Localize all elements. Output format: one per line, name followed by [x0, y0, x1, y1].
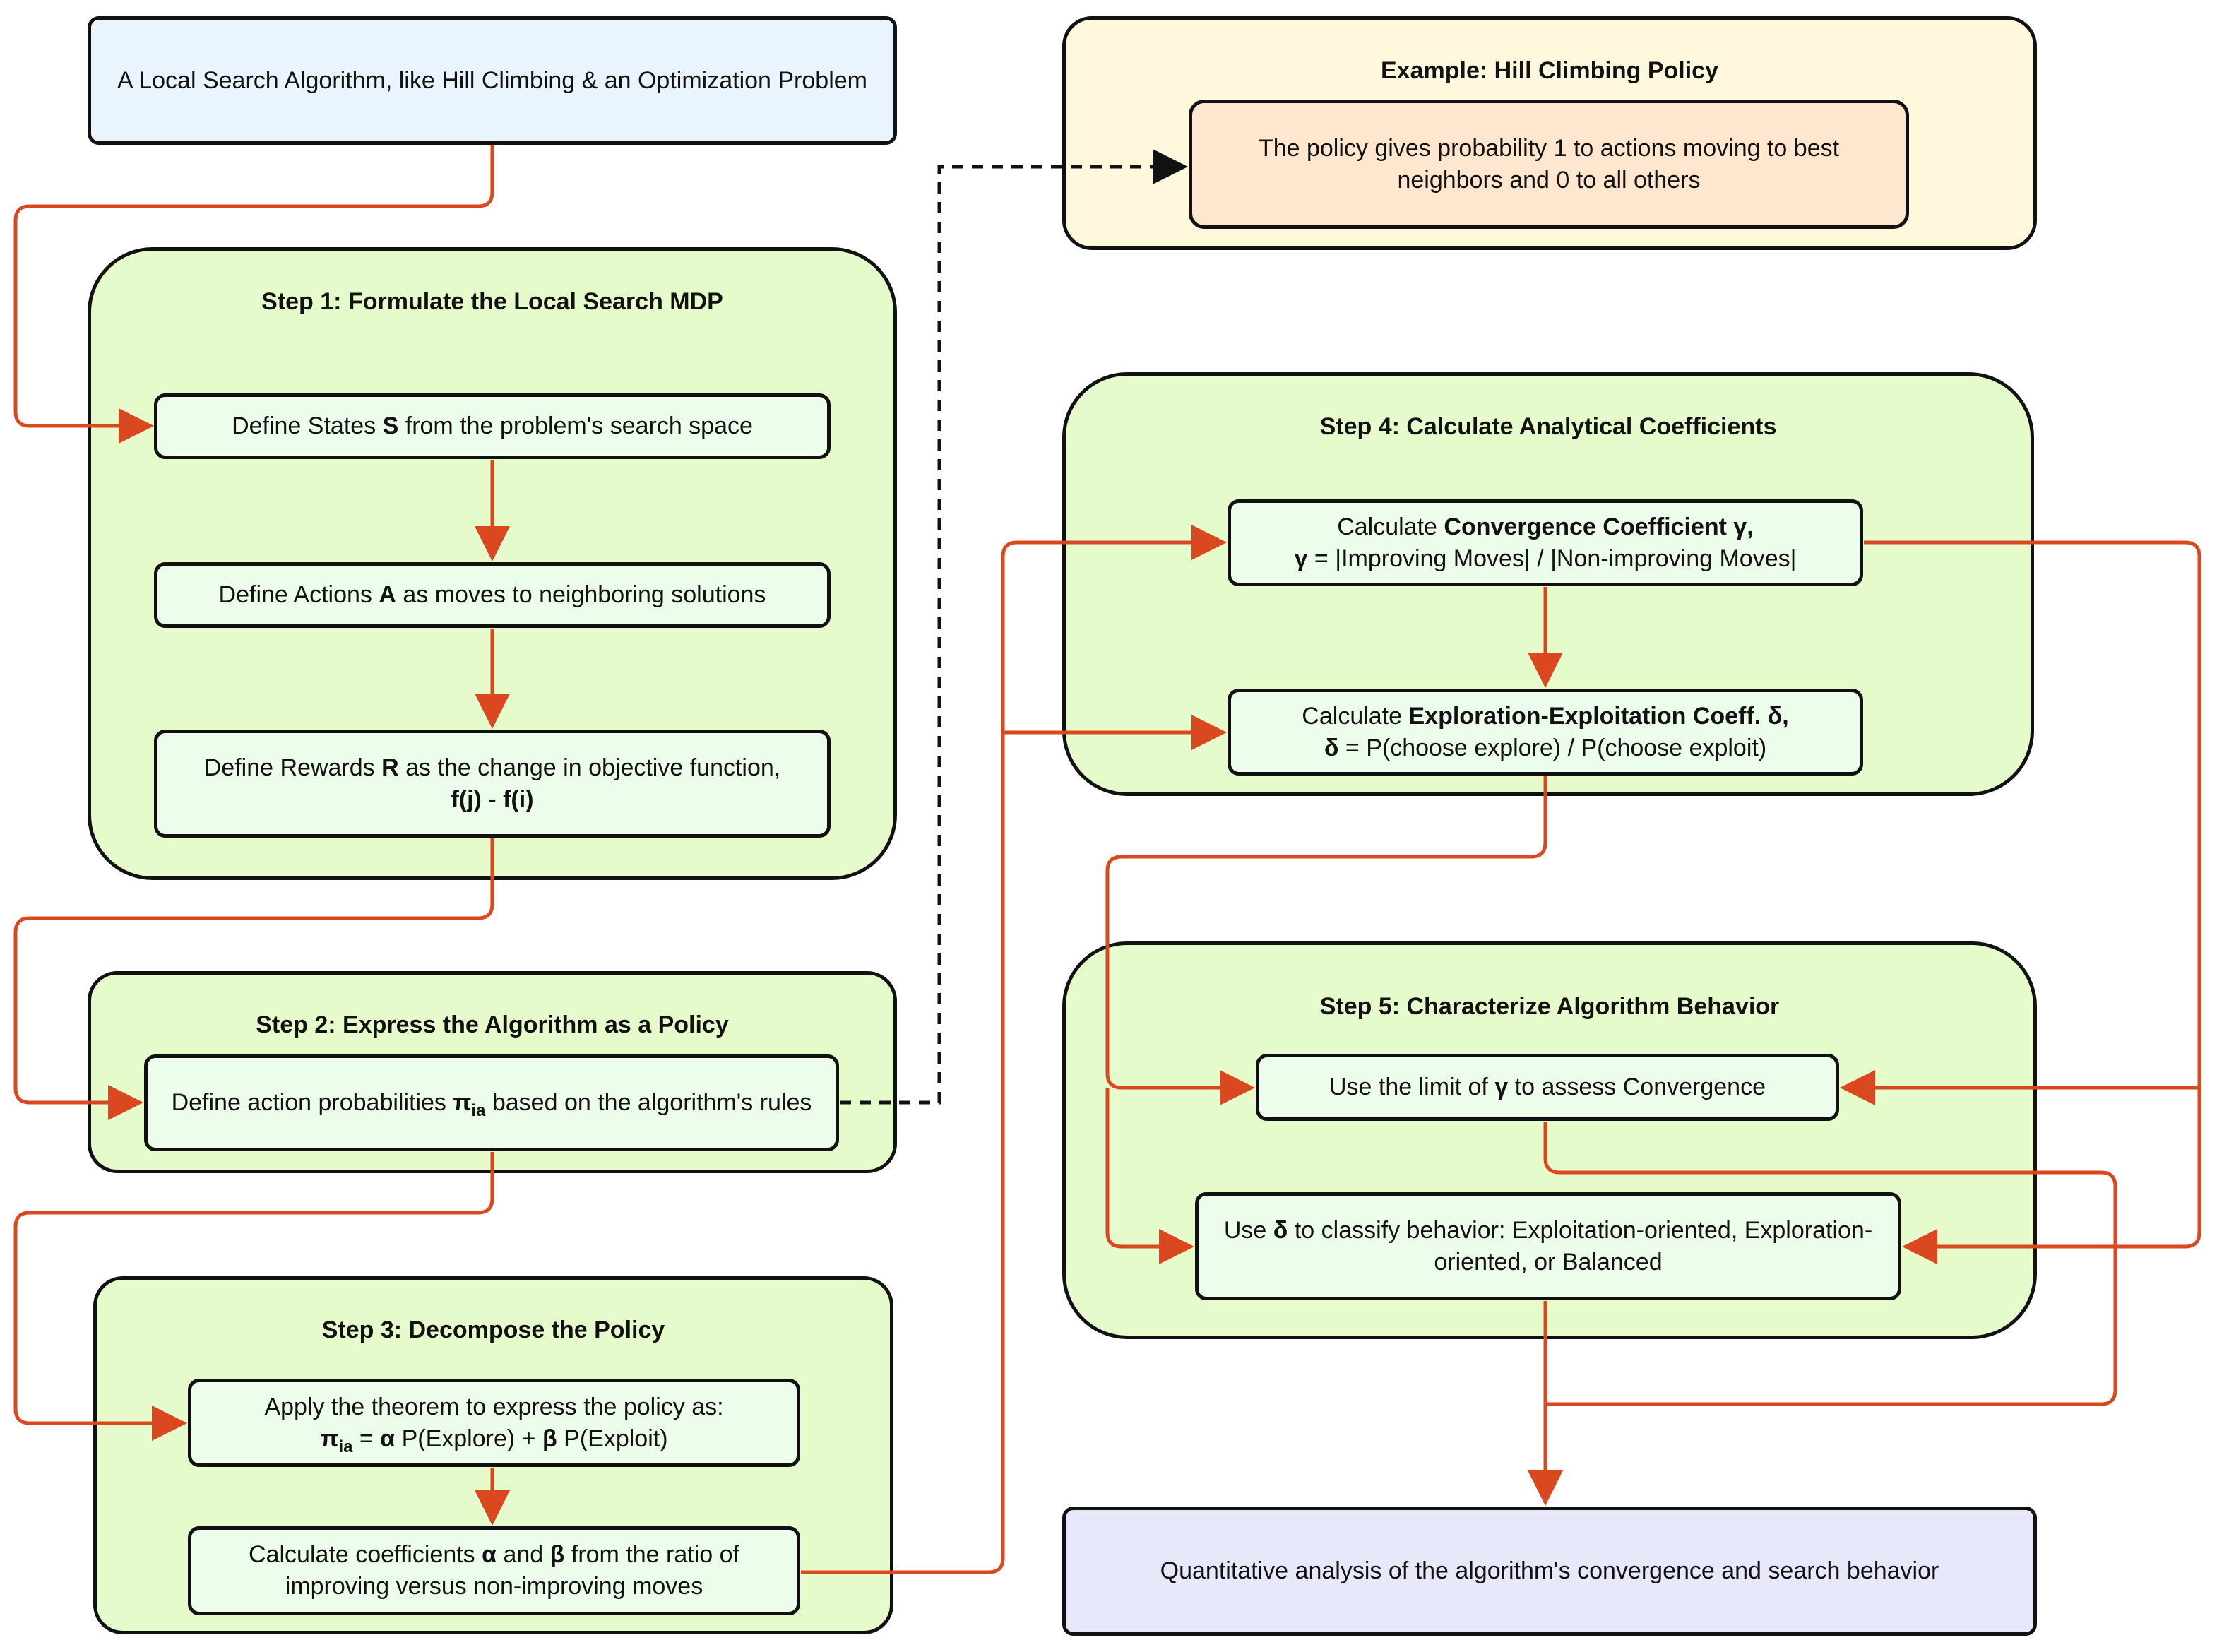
- example-policy-node: The policy gives probability 1 to action…: [1189, 100, 1909, 229]
- edge-input-to-states: [13, 145, 494, 444]
- step2-title: Step 2: Express the Algorithm as a Polic…: [256, 1011, 729, 1038]
- assess-convergence-node: Use the limit of γ to assess Convergence: [1256, 1054, 1839, 1121]
- example-policy-text: The policy gives probability 1 to action…: [1258, 134, 1840, 194]
- edge-convergence-to-limit: [1840, 540, 2201, 1105]
- edge-rewards-to-probabilities: [13, 838, 494, 1120]
- edge-coefficients-to-convergence: [801, 525, 1227, 1574]
- input-node: A Local Search Algorithm, like Hill Clim…: [88, 16, 897, 145]
- input-text: A Local Search Algorithm, like Hill Clim…: [117, 66, 867, 94]
- edge-probabilities-to-example: [840, 149, 1188, 1105]
- apply-theorem-node: Apply the theorem to express the policy …: [188, 1379, 800, 1467]
- edge-probabilities-to-theorem: [13, 1152, 494, 1441]
- define-states-node: Define States S from the problem's searc…: [154, 393, 831, 459]
- rewards-formula: f(j) - f(i): [451, 785, 534, 813]
- define-actions-node: Define Actions A as moves to neighboring…: [154, 562, 831, 628]
- actions-symbol: A: [379, 581, 396, 609]
- output-node: Quantitative analysis of the algorithm's…: [1062, 1507, 2037, 1636]
- edge-exploration-to-limit: [1105, 776, 1547, 1105]
- action-probabilities-node: Define action probabilities πia based on…: [144, 1054, 839, 1151]
- output-text: Quantitative analysis of the algorithm's…: [1160, 1557, 1939, 1585]
- calculate-alpha-beta-node: Calculate coefficients α and β from the …: [188, 1526, 800, 1615]
- define-rewards-node: Define Rewards R as the change in object…: [154, 730, 831, 838]
- exploration-coefficient-node: Calculate Exploration-Exploitation Coeff…: [1228, 689, 1863, 776]
- edge-convergence-to-classify: [1902, 1088, 2201, 1264]
- step1-title: Step 1: Formulate the Local Search MDP: [261, 288, 723, 315]
- edge-limit-to-output: [1543, 1122, 2117, 1406]
- step4-title: Step 4: Calculate Analytical Coefficient…: [1319, 413, 1777, 440]
- states-symbol: S: [382, 412, 399, 440]
- convergence-coefficient-node: Calculate Convergence Coefficient γ,γ = …: [1228, 499, 1863, 586]
- edge-exploration-to-classify: [1105, 1088, 1194, 1264]
- example-title: Example: Hill Climbing Policy: [1381, 57, 1718, 84]
- step5-title: Step 5: Characterize Algorithm Behavior: [1319, 993, 1780, 1020]
- step3-title: Step 3: Decompose the Policy: [321, 1317, 665, 1343]
- rewards-symbol: R: [381, 754, 399, 781]
- pi-symbol: π: [453, 1089, 472, 1117]
- classify-behavior-node: Use δ to classify behavior: Exploitation…: [1195, 1192, 1901, 1300]
